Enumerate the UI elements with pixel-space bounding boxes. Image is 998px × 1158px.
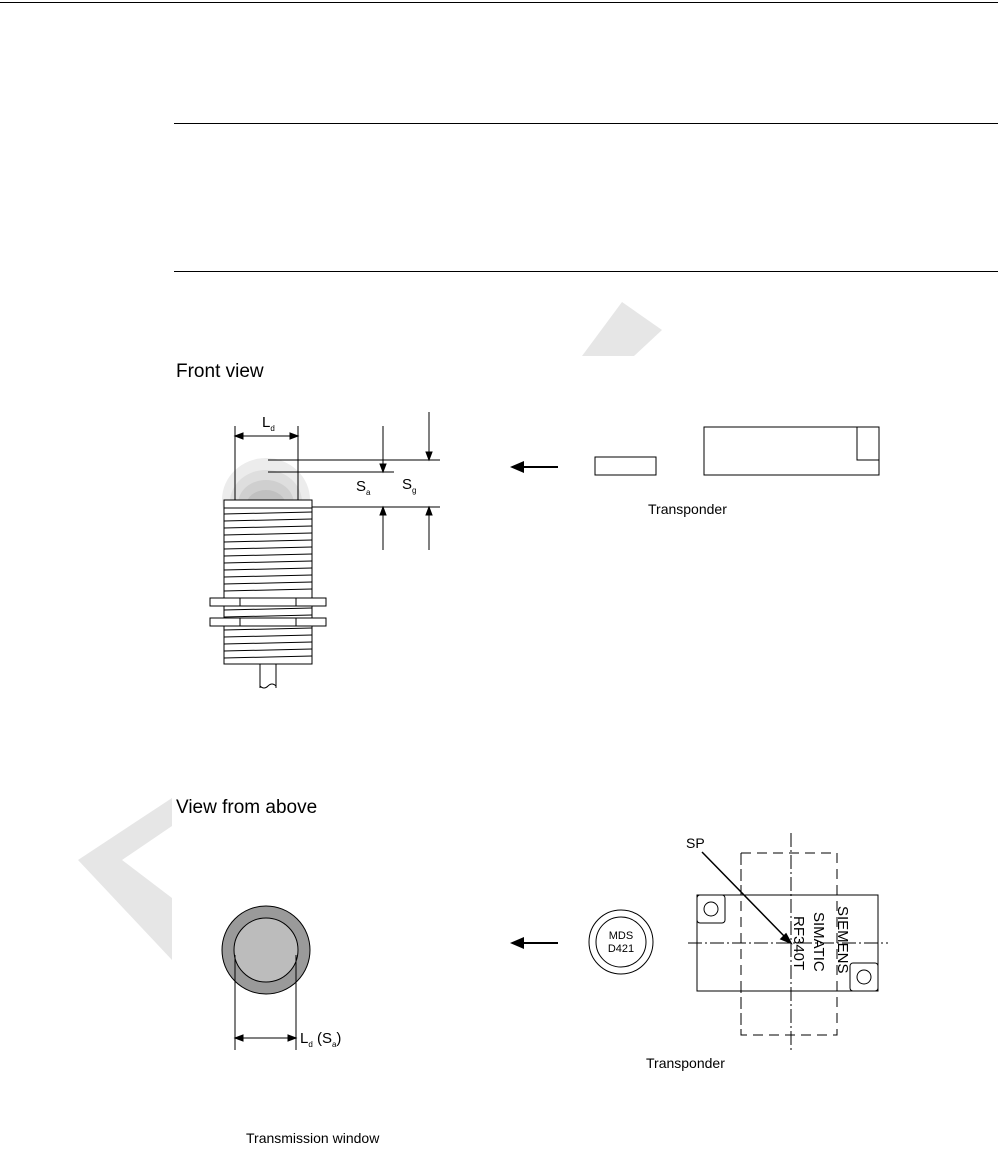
mds-line1: MDS (609, 930, 633, 942)
mds-text: MDS D421 (608, 930, 634, 955)
legend-label: Transmission window (246, 1130, 379, 1146)
rf340t-markings: SIEMENS SIMATIC RF340T (790, 906, 851, 974)
top-view-diagram: SIEMENS SIMATIC RF340T MDS D421 (0, 0, 998, 1110)
mds-d421-transponder (589, 910, 653, 974)
mds-line2: D421 (608, 943, 634, 955)
sp-label: SP (686, 835, 705, 851)
top-ld-paren-close: ) (336, 1030, 341, 1047)
rf340t-siemens: SIEMENS (834, 906, 851, 974)
top-ld-paren-open: (S (313, 1030, 332, 1047)
rf340t-simatic: SIMATIC (810, 912, 827, 972)
top-ld-label: Ld (Sa) (300, 1030, 341, 1049)
top-transponder-caption: Transponder (646, 1055, 725, 1071)
rf340t-model: RF340T (790, 916, 807, 970)
top-direction-arrow (510, 937, 558, 949)
